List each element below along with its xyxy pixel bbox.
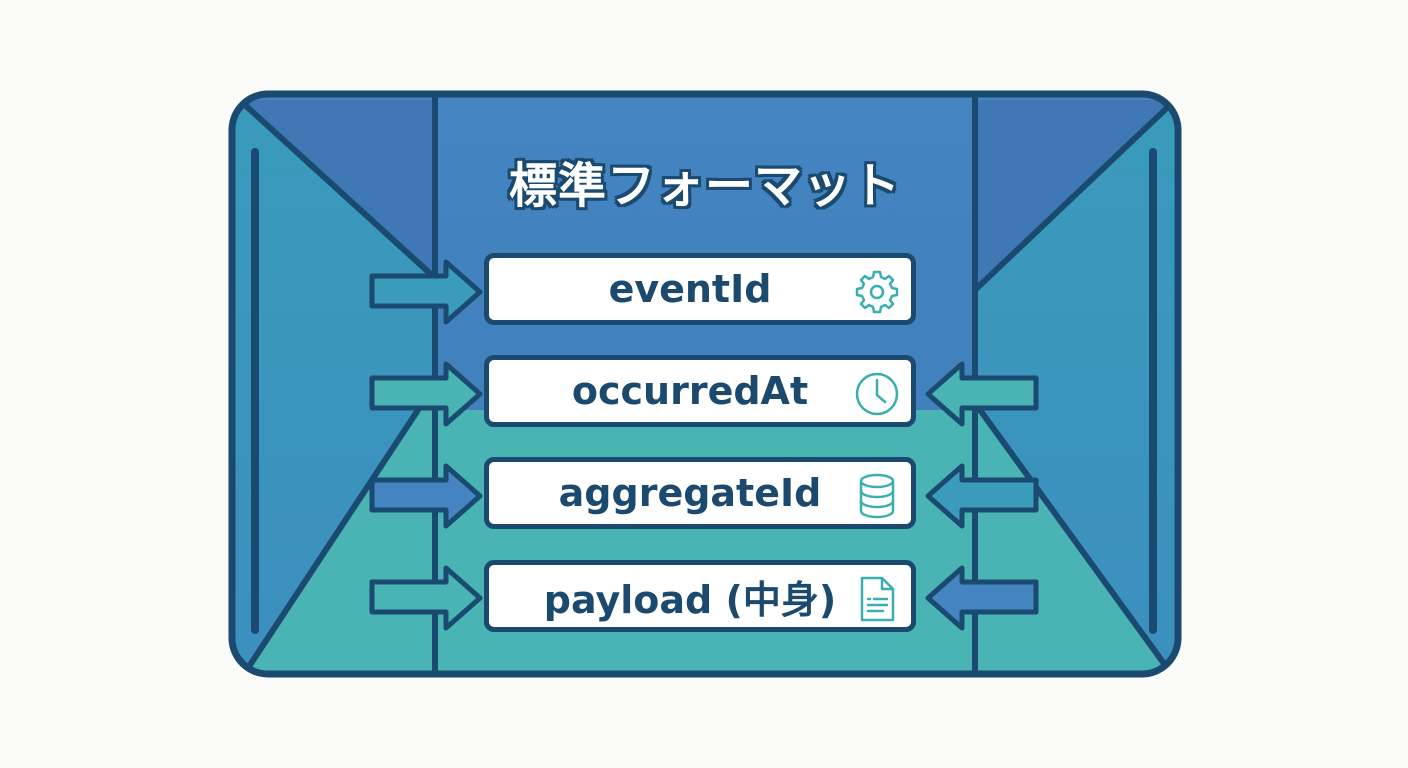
diagram-title: 標準フォーマット [508,158,901,214]
field-label: eventId [608,267,772,311]
left-arrows [369,259,483,631]
gear-icon [855,270,899,314]
field-label: aggregateId [558,471,822,515]
clock-icon [855,372,899,416]
field-label: occurredAt [571,369,809,413]
document-icon [860,576,895,622]
field-box-payload: payload (中身) [484,560,916,632]
right-arrows [925,361,1039,631]
database-icon [859,473,895,519]
field-box-aggregate-id: aggregateId [484,457,916,529]
field-label: payload (中身) [543,577,837,622]
field-box-event-id: eventId [484,253,916,325]
field-box-occurred-at: occurredAt [484,355,916,427]
